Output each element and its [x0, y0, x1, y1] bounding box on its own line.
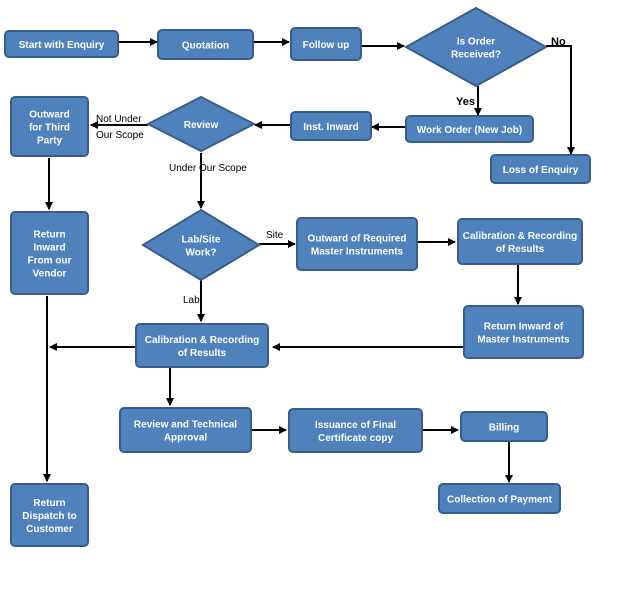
review-technical-box — [119, 407, 252, 453]
work-order-label-line-1: Work Order (New Job) — [417, 125, 522, 136]
billing-node: Billing — [460, 411, 548, 442]
return-inward-vendor-label-line-2: Inward — [33, 243, 65, 254]
collection-payment-box — [438, 483, 561, 514]
start-enquiry-label-line-1: Start with Enquiry — [19, 40, 105, 51]
calibration-lab-label-line-2: of Results — [178, 348, 227, 359]
follow-up-label-line-1: Follow up — [303, 40, 350, 51]
is-order-received-label-line-2: Received? — [451, 50, 501, 61]
return-inward-vendor-label-line-3: From our — [28, 256, 72, 267]
inst-inward-label-line-1: Inst. Inward — [303, 122, 359, 133]
edge-label-under-scope: Under Our Scope — [169, 163, 247, 174]
edge-label-site: Site — [266, 230, 284, 241]
return-inward-vendor-label-line-4: Vendor — [33, 269, 67, 280]
inst-inward-box — [290, 111, 372, 141]
loss-of-enquiry-box — [490, 154, 591, 184]
flow-nodes: Start with Enquiry Quotation Follow up Is O… — [4, 6, 591, 547]
review-label-line-1: Review — [184, 120, 219, 131]
calibration-lab-node: Calibration & Recording of Results — [135, 323, 269, 368]
start-enquiry-node: Start with Enquiry — [4, 30, 119, 58]
lab-site-work-label-line-2: Work? — [186, 248, 217, 259]
follow-up-box — [290, 27, 362, 61]
outward-master-label-line-1: Outward of Required — [308, 234, 407, 245]
outward-third-party-label-line-3: Party — [37, 136, 62, 147]
loss-of-enquiry-node: Loss of Enquiry — [490, 154, 591, 184]
return-inward-master-label-line-2: Master Instruments — [477, 335, 570, 346]
issuance-certificate-box — [288, 408, 423, 453]
review-technical-label-line-1: Review and Technical — [134, 420, 237, 431]
return-dispatch-box — [10, 483, 89, 547]
is-order-received-diamond — [403, 6, 549, 88]
review-node: Review — [145, 95, 257, 153]
return-dispatch-label-line-1: Return — [33, 498, 65, 509]
calibration-lab-box — [135, 323, 269, 368]
outward-third-party-label-line-1: Outward — [29, 110, 70, 121]
edge-label-lab: Lab — [183, 295, 200, 306]
edge-label-yes: Yes — [456, 96, 475, 108]
billing-label-line-1: Billing — [489, 423, 520, 434]
edge-label-no: No — [551, 36, 566, 48]
quotation-label-line-1: Quotation — [182, 41, 229, 52]
return-inward-master-node: Return Inward of Master Instruments — [463, 305, 584, 359]
outward-third-party-box — [10, 96, 89, 157]
return-dispatch-label-line-3: Customer — [26, 524, 73, 535]
calibration-site-box — [457, 218, 583, 265]
issuance-certificate-label-line-1: Issuance of Final — [315, 420, 396, 431]
inst-inward-node: Inst. Inward — [290, 111, 372, 141]
return-inward-vendor-box — [10, 211, 89, 295]
work-order-node: Work Order (New Job) — [405, 115, 534, 143]
edge-label-not-under-scope-line1: Not Under — [96, 114, 142, 125]
is-order-received-label-line-1: Is Order — [457, 37, 495, 48]
calibration-site-label-line-2: of Results — [496, 244, 545, 255]
edge-decision-to-loss — [546, 45, 575, 155]
return-dispatch-label-line-2: Dispatch to — [22, 511, 76, 522]
calibration-lab-label-line-1: Calibration & Recording — [145, 335, 259, 346]
return-inward-master-box — [463, 305, 584, 359]
quotation-node: Quotation — [157, 29, 254, 60]
lab-site-work-label-line-1: Lab/Site — [182, 235, 221, 246]
outward-master-label-line-2: Master Instruments — [311, 247, 404, 258]
work-order-box — [405, 115, 534, 143]
billing-box — [460, 411, 548, 442]
outward-third-party-label-line-2: for Third — [29, 123, 70, 134]
collection-payment-node: Collection of Payment — [438, 483, 561, 514]
outward-master-box — [296, 217, 418, 271]
quotation-box — [157, 29, 254, 60]
calibration-site-node: Calibration & Recording of Results — [457, 218, 583, 265]
lab-site-work-diamond — [141, 208, 261, 282]
return-inward-master-label-line-1: Return Inward of — [484, 322, 564, 333]
start-enquiry-box — [4, 30, 119, 58]
follow-up-node: Follow up — [290, 27, 362, 61]
review-technical-label-line-2: Approval — [164, 433, 208, 444]
flow-connectors — [43, 38, 575, 483]
issuance-certificate-label-line-2: Certificate copy — [318, 433, 393, 444]
return-inward-vendor-label-line-1: Return — [33, 230, 65, 241]
collection-payment-label-line-1: Collection of Payment — [447, 495, 553, 506]
review-diamond — [145, 95, 257, 153]
calibration-site-label-line-1: Calibration & Recording — [463, 231, 577, 242]
edge-label-not-under-scope-line2: Our Scope — [96, 130, 144, 141]
loss-of-enquiry-label-line-1: Loss of Enquiry — [503, 165, 579, 176]
